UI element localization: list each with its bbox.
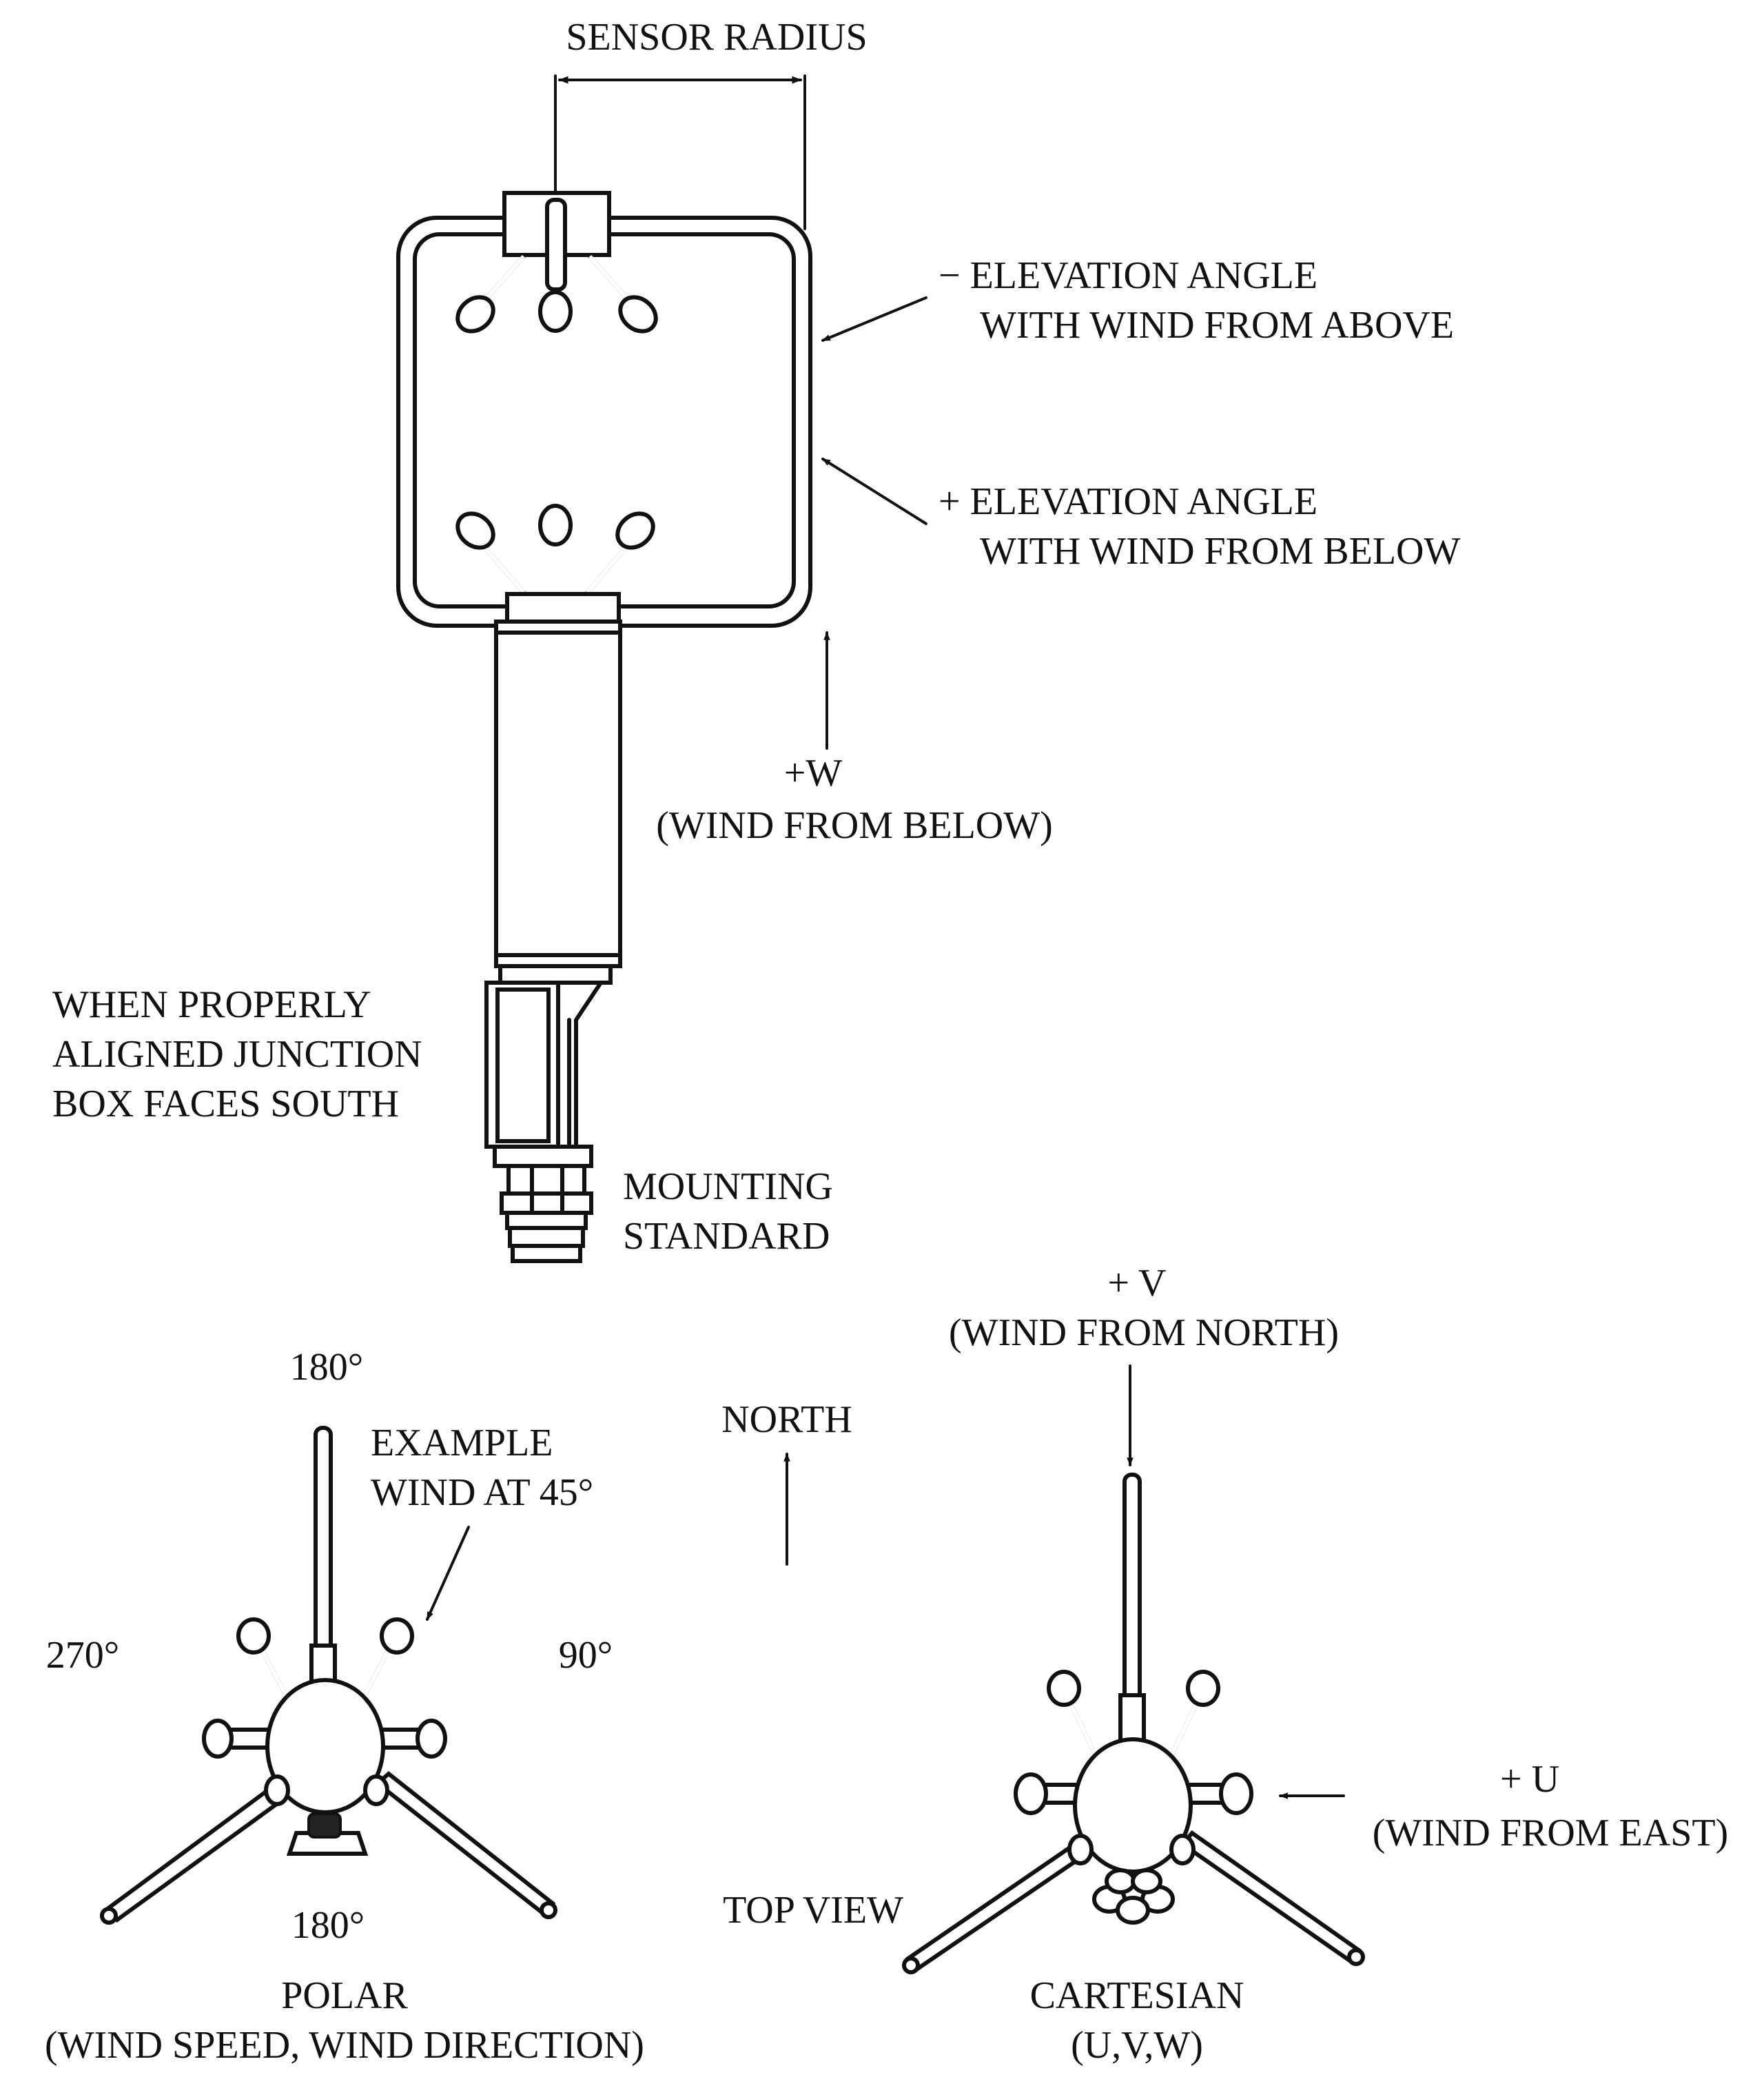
mounting-line-1: MOUNTING <box>623 1165 833 1208</box>
negative-elevation-label: − ELEVATION ANGLE WITH WIND FROM ABOVE <box>939 251 1454 350</box>
negative-elevation-line-2: WITH WIND FROM ABOVE <box>980 304 1455 347</box>
polar-top-view <box>100 1426 557 1925</box>
polar-caption-line-1: POLAR <box>281 1974 408 2017</box>
side-view-arrows <box>821 296 927 750</box>
plus-u-label: + U <box>1499 1758 1560 1801</box>
example-wind-label: EXAMPLE WIND AT 45° <box>371 1418 593 1517</box>
polar-caption-line-2: (WIND SPEED, WIND DIRECTION) <box>45 2024 644 2067</box>
positive-elevation-line-1: + ELEVATION ANGLE <box>939 480 1318 523</box>
v-description-label: (WIND FROM NORTH) <box>949 1311 1339 1354</box>
junction-box-note: WHEN PROPERLY ALIGNED JUNCTION BOX FACES… <box>52 980 422 1129</box>
anemometer-body <box>484 592 622 1263</box>
junction-note-line-3: BOX FACES SOUTH <box>52 1083 400 1125</box>
north-label: NORTH <box>721 1398 852 1441</box>
sensor-radius-label: SENSOR RADIUS <box>566 16 868 59</box>
u-description-label: (WIND FROM EAST) <box>1372 1812 1729 1854</box>
polar-bottom-degree-label: 180° <box>291 1904 365 1947</box>
polar-top-degree-label: 180° <box>289 1346 364 1389</box>
plus-v-label: + V <box>1107 1262 1167 1304</box>
positive-elevation-label: + ELEVATION ANGLE WITH WIND FROM BELOW <box>939 477 1460 576</box>
cartesian-caption: CARTESIAN (U,V,W) <box>923 1971 1351 2070</box>
polar-left-degree-label: 270° <box>45 1634 120 1677</box>
sensor-radius-dimension <box>554 74 806 230</box>
w-description-label: (WIND FROM BELOW) <box>656 804 1053 847</box>
positive-elevation-line-2: WITH WIND FROM BELOW <box>980 530 1461 573</box>
cartesian-caption-line-2: (U,V,W) <box>1071 2024 1203 2067</box>
mounting-standard-label: MOUNTING STANDARD <box>623 1162 833 1261</box>
sensor-head-frame <box>396 191 812 628</box>
polar-right-degree-label: 90° <box>558 1634 613 1677</box>
cartesian-caption-line-1: CARTESIAN <box>1029 1974 1244 2017</box>
polar-caption: POLAR (WIND SPEED, WIND DIRECTION) <box>0 1971 689 2070</box>
lower-transducers <box>455 504 655 595</box>
example-line-1: EXAMPLE <box>371 1422 553 1464</box>
example-wind-arrow <box>426 1526 470 1621</box>
plus-w-label: +W <box>783 752 843 795</box>
top-view-label: TOP VIEW <box>723 1889 903 1932</box>
cartesian-top-view <box>902 1473 1365 1974</box>
upper-transducers <box>455 254 658 334</box>
junction-note-line-2: ALIGNED JUNCTION <box>52 1033 422 1076</box>
example-line-2: WIND AT 45° <box>371 1471 594 1514</box>
negative-elevation-line-1: − ELEVATION ANGLE <box>939 254 1318 297</box>
junction-note-line-1: WHEN PROPERLY <box>52 983 371 1026</box>
mounting-line-2: STANDARD <box>623 1215 830 1258</box>
